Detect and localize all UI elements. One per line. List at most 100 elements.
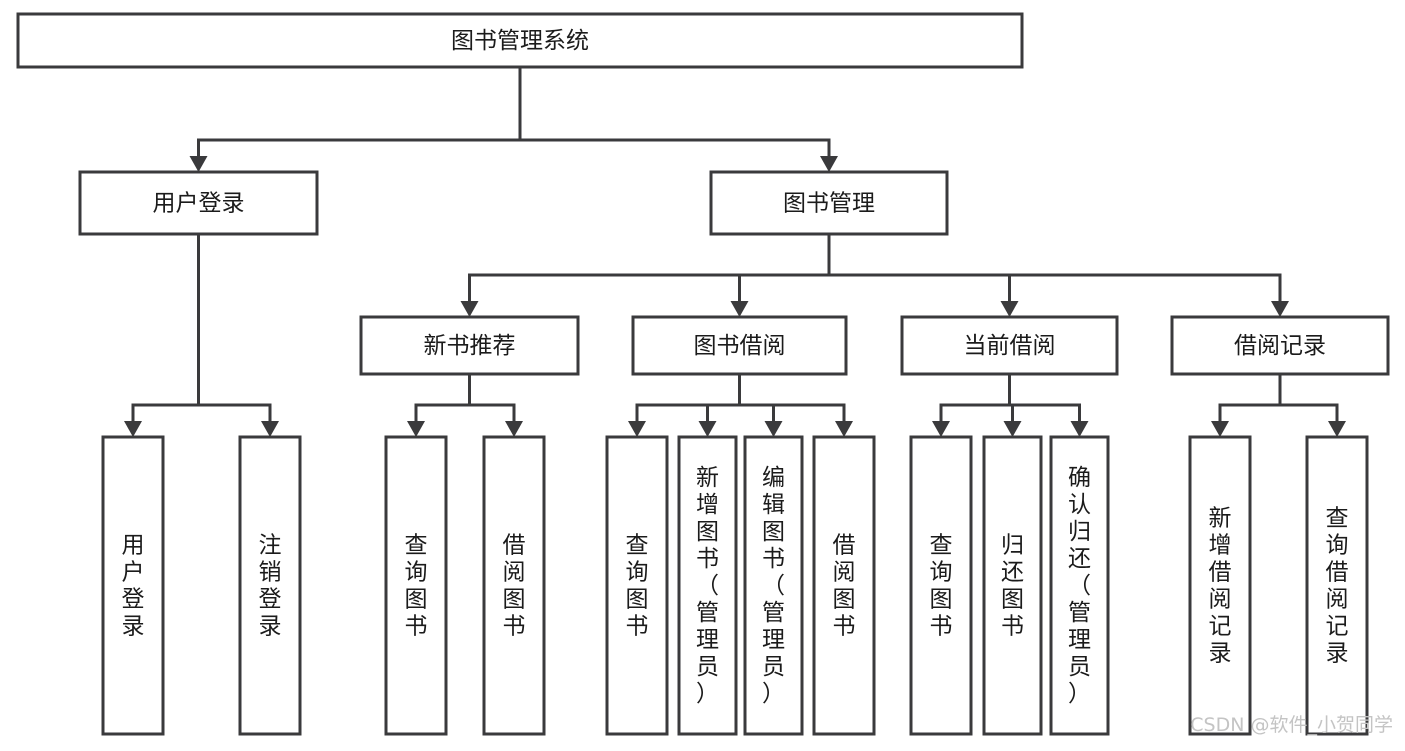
- node-leaf-3-label: 借阅图书: [503, 533, 526, 640]
- node-leaf-8-label: 查询图书: [930, 533, 953, 640]
- node-leaf-6-label: 编辑图书（管理员）: [762, 465, 785, 707]
- node-leaf-11[interactable]: 新增借阅记录: [1188, 435, 1252, 736]
- node-level3-2[interactable]: 当前借阅: [900, 315, 1119, 376]
- arrow-head-icon: [1271, 301, 1289, 317]
- node-level3-1[interactable]: 图书借阅: [631, 315, 848, 376]
- node-leaf-10[interactable]: 确认归还（管理员）: [1049, 435, 1110, 736]
- connector-line: [1218, 374, 1282, 421]
- connector-line: [738, 234, 831, 301]
- connector-line: [635, 374, 741, 421]
- arrow-head-icon: [820, 156, 838, 172]
- arrow-head-icon: [261, 421, 279, 437]
- node-level2-0-label: 用户登录: [153, 191, 245, 217]
- arrow-head-icon: [124, 421, 142, 437]
- node-level3-0-box: [359, 315, 580, 376]
- node-leaf-11-label: 新增借阅记录: [1209, 506, 1232, 667]
- arrow-head-icon: [1070, 421, 1089, 437]
- node-leaf-2[interactable]: 查询图书: [384, 435, 448, 736]
- node-leaf-0-label: 用户登录: [122, 533, 145, 640]
- node-leaf-11-box: [1188, 435, 1252, 736]
- connector-line: [468, 374, 516, 421]
- connector-line: [827, 234, 1011, 301]
- node-leaf-12[interactable]: 查询借阅记录: [1305, 435, 1369, 736]
- node-leaf-6[interactable]: 编辑图书（管理员）: [743, 435, 804, 736]
- node-level3-3-label: 借阅记录: [1234, 333, 1326, 359]
- node-leaf-10-box: [1049, 435, 1110, 736]
- node-leaf-5-label: 新增图书（管理员）: [696, 465, 719, 707]
- arrow-head-icon: [1328, 421, 1346, 437]
- connector-line: [197, 67, 522, 156]
- node-leaf-2-label: 查询图书: [405, 533, 428, 640]
- arrow-head-icon: [1000, 301, 1019, 317]
- node-leaf-5[interactable]: 新增图书（管理员）: [677, 435, 738, 736]
- arrow-head-icon: [932, 421, 950, 437]
- node-leaf-3-box: [482, 435, 546, 736]
- node-root-label: 图书管理系统: [451, 28, 589, 54]
- node-leaf-4-box: [605, 435, 669, 736]
- node-level3-0[interactable]: 新书推荐: [359, 315, 580, 376]
- node-leaf-8[interactable]: 查询图书: [909, 435, 973, 736]
- arrow-head-icon: [730, 301, 749, 317]
- connector-line: [414, 374, 471, 421]
- connector-line: [518, 67, 831, 156]
- connector-line: [738, 374, 775, 421]
- arrow-head-icon: [1211, 421, 1229, 437]
- arrow-head-icon: [407, 421, 425, 437]
- connector-line: [131, 234, 200, 421]
- connector-line: [468, 234, 831, 301]
- node-root[interactable]: 图书管理系统: [16, 12, 1024, 69]
- node-level2-0-box: [78, 170, 319, 236]
- node-leaf-0-box: [101, 435, 165, 736]
- node-leaf-3[interactable]: 借阅图书: [482, 435, 546, 736]
- node-leaf-10-label: 确认归还（管理员）: [1068, 465, 1091, 707]
- connector-line: [1278, 374, 1339, 421]
- node-leaf-4-label: 查询图书: [626, 533, 649, 640]
- node-leaf-8-box: [909, 435, 973, 736]
- node-leaf-9-box: [982, 435, 1043, 736]
- connector-line: [827, 234, 1282, 301]
- node-leaf-12-label: 查询借阅记录: [1326, 506, 1349, 667]
- node-leaf-12-box: [1305, 435, 1369, 736]
- node-leaf-7-box: [812, 435, 876, 736]
- node-level2-0[interactable]: 用户登录: [78, 170, 319, 236]
- arrow-head-icon: [1003, 421, 1022, 437]
- arrow-head-icon: [835, 421, 853, 437]
- node-leaf-7-label: 借阅图书: [833, 533, 856, 640]
- node-leaf-1-box: [238, 435, 302, 736]
- node-level3-1-box: [631, 315, 848, 376]
- node-leaf-2-box: [384, 435, 448, 736]
- node-leaf-4[interactable]: 查询图书: [605, 435, 669, 736]
- node-leaf-1[interactable]: 注销登录: [238, 435, 302, 736]
- node-level3-2-box: [900, 315, 1119, 376]
- node-layer: 图书管理系统用户登录图书管理新书推荐图书借阅当前借阅借阅记录用户登录注销登录查询…: [16, 12, 1390, 736]
- node-level2-1[interactable]: 图书管理: [709, 170, 949, 236]
- node-level2-1-label: 图书管理: [783, 191, 875, 217]
- node-leaf-9[interactable]: 归还图书: [982, 435, 1043, 736]
- connector-line: [738, 374, 846, 421]
- node-leaf-0[interactable]: 用户登录: [101, 435, 165, 736]
- arrow-head-icon: [189, 156, 208, 172]
- node-root-box: [16, 12, 1024, 69]
- node-leaf-5-box: [677, 435, 738, 736]
- connector-line: [1008, 374, 1081, 421]
- connector-line: [939, 374, 1011, 421]
- node-level3-2-label: 当前借阅: [964, 333, 1056, 359]
- node-leaf-7[interactable]: 借阅图书: [812, 435, 876, 736]
- node-leaf-1-label: 注销登录: [259, 533, 282, 640]
- arrow-head-icon: [460, 301, 479, 317]
- arrow-head-icon: [628, 421, 646, 437]
- connector-line: [706, 374, 741, 421]
- node-level3-3-box: [1170, 315, 1390, 376]
- connector-line: [197, 234, 272, 421]
- node-level3-3[interactable]: 借阅记录: [1170, 315, 1390, 376]
- arrow-head-icon: [505, 421, 523, 437]
- node-level2-1-box: [709, 170, 949, 236]
- node-leaf-9-label: 归还图书: [1001, 533, 1024, 640]
- node-level3-1-label: 图书借阅: [694, 333, 786, 359]
- arrow-head-icon: [698, 421, 717, 437]
- node-level3-0-label: 新书推荐: [424, 333, 516, 359]
- arrow-head-icon: [764, 421, 783, 437]
- csdn-watermark: CSDN @软件_小贺同学: [1190, 714, 1393, 736]
- connector-layer: [124, 67, 1346, 437]
